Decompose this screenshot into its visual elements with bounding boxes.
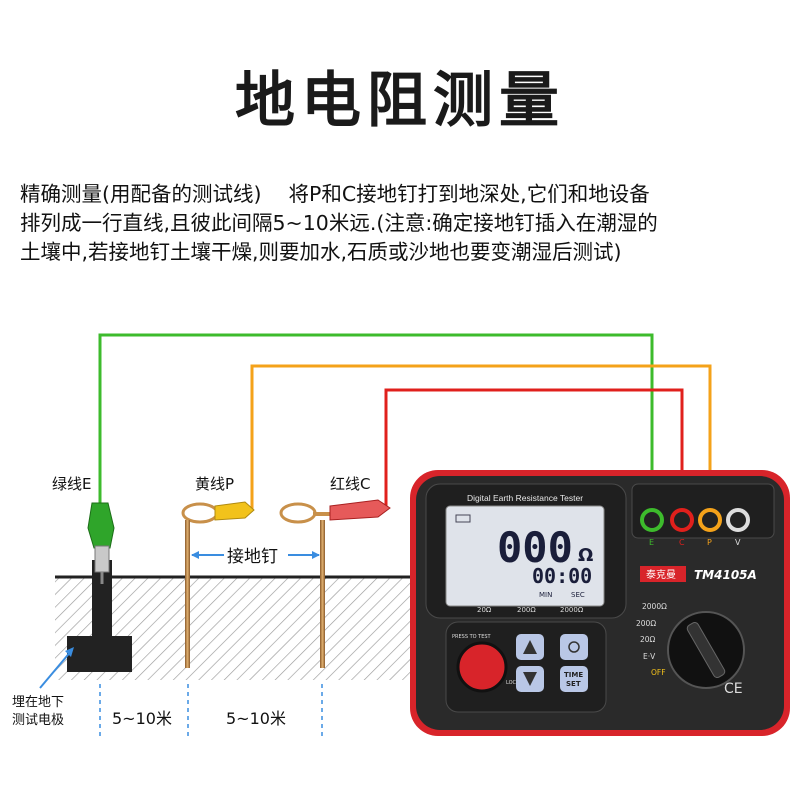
range-scale-200: 200Ω (517, 606, 536, 614)
red-wire (384, 388, 684, 520)
brand-badge (640, 566, 686, 582)
dial-knob[interactable] (686, 621, 726, 679)
lcd-screen (445, 505, 605, 607)
description-line: 排列成一行直线,且彼此间隔5~10米远.(注意:确定接地钉插入在潮湿的 (20, 211, 658, 235)
down-arrow-icon (523, 672, 537, 686)
battery-icon (455, 514, 471, 523)
dial-ev: E·V (643, 652, 656, 661)
lcd-timer: 00:00 (532, 564, 592, 588)
timer-min-label: MIN (539, 591, 552, 599)
distance-label-1: 5~10米 (112, 709, 172, 728)
ground-rods-label: 接地钉 (227, 547, 278, 567)
electrode-pointer (39, 649, 73, 689)
brand-name: 泰克曼 (646, 568, 676, 581)
time-set-label-line2: SET (566, 680, 581, 688)
lock-label: LOCK (506, 680, 520, 686)
electrode-pointer-head (65, 647, 74, 657)
electrode-label-line2: 测试电极 (12, 713, 64, 728)
electrode-label-line1: 埋在地下 (12, 695, 64, 710)
time-set-button[interactable] (560, 666, 588, 692)
rods-arrowhead-right (312, 551, 320, 559)
backlight-icon (568, 641, 580, 653)
dial-off: OFF (651, 668, 666, 677)
description-line: 土壤中,若接地钉土壤干燥,则要加水,石质或沙地也要变潮湿后测试) (20, 240, 622, 264)
dial-2000: 2000Ω (642, 602, 667, 611)
terminal-v-label: V (735, 538, 741, 547)
dial-200: 200Ω (636, 619, 656, 628)
terminal-e-label: E (649, 538, 654, 547)
yellow-wire (250, 364, 712, 520)
green-clip (87, 502, 115, 584)
test-button[interactable] (456, 641, 508, 693)
range-scale-20: 20Ω (477, 606, 492, 614)
model-name: TM4105A (694, 568, 757, 582)
red-wire-label: 红线C (330, 475, 370, 493)
green-wire-label: 绿线E (52, 475, 91, 493)
yellow-wire-label: 黄线P (195, 475, 234, 493)
time-set-label-line1: TIME (564, 671, 583, 679)
up-arrow-icon (523, 640, 537, 654)
electrode-stem (92, 560, 112, 640)
rods-arrowhead-left (191, 551, 199, 559)
distance-label-2: 5~10米 (226, 709, 286, 728)
ground-rod-p (181, 501, 255, 668)
page-title: 地电阻测量 (235, 66, 565, 136)
lcd-unit: Ω (578, 545, 593, 566)
press-to-test-label: PRESS TO TEST (452, 634, 492, 640)
terminal-e[interactable] (640, 508, 664, 532)
terminal-p[interactable] (698, 508, 722, 532)
screen-title: Digital Earth Resistance Tester (467, 493, 583, 503)
description-text: 精确测量(用配备的测试线) 将P和C接地钉打到地深处,它们和地设备 排列成一行直… (20, 180, 790, 267)
ground-rod-c (279, 499, 391, 668)
terminal-v[interactable] (726, 508, 750, 532)
range-scale-2000: 2000Ω (560, 606, 584, 614)
lcd-reading: 000 (497, 523, 573, 572)
terminal-p-label: P (707, 538, 712, 547)
ce-mark: CE (724, 681, 743, 697)
timer-sec-label: SEC (571, 591, 585, 599)
terminal-c[interactable] (670, 508, 694, 532)
description-line: 精确测量(用配备的测试线) 将P和C接地钉打到地深处,它们和地设备 (20, 182, 650, 206)
dial-20: 20Ω (640, 635, 656, 644)
earth-resistance-tester: Digital Earth Resistance Tester 000 Ω 00… (410, 470, 790, 736)
terminal-c-label: C (679, 538, 685, 547)
buried-electrode (67, 636, 132, 672)
green-wire (98, 333, 654, 520)
backlight-button[interactable] (560, 634, 588, 660)
